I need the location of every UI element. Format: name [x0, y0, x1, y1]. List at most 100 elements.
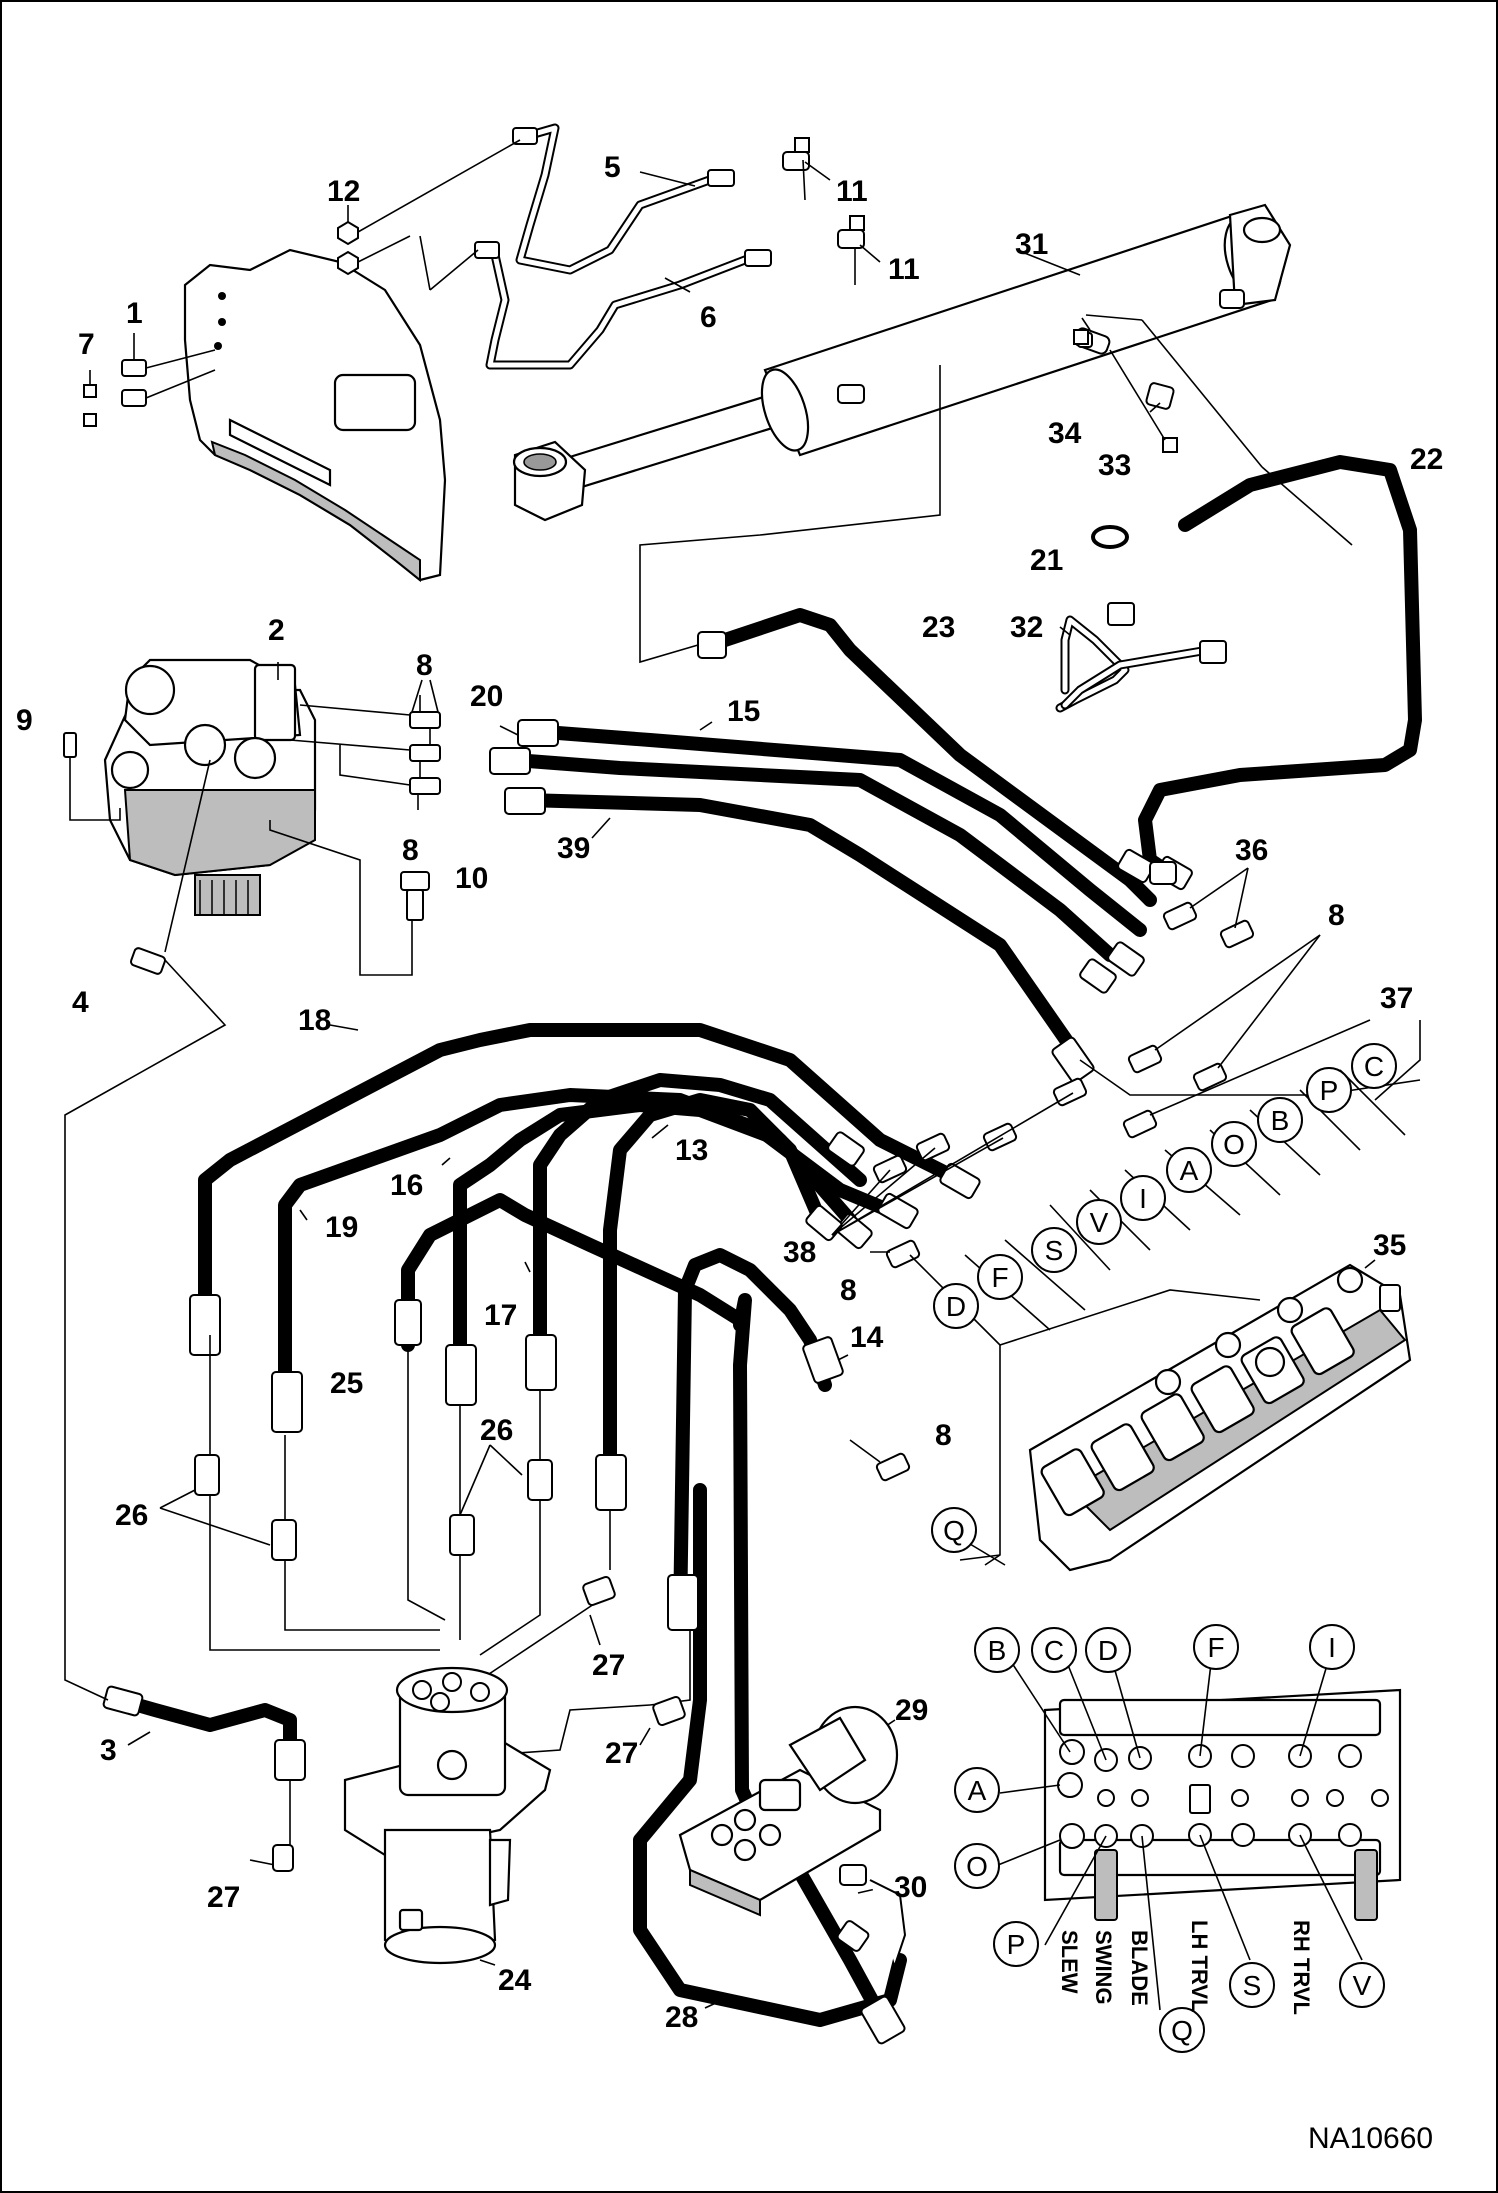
valve-letter-s: S	[1243, 1970, 1262, 2001]
callout-4: 4	[72, 986, 89, 1019]
valve-letter-q: Q	[1171, 2015, 1193, 2046]
swivel-elbows-27	[272, 1576, 686, 1872]
part-callouts: 12 5 11 11 31 1 7 6 34 33 22 21 23 32 2 …	[16, 151, 1443, 2034]
clamp-21	[1091, 525, 1129, 549]
pilot-valve-block	[678, 1705, 907, 1966]
valve-face-leaders	[997, 1654, 1363, 2011]
port-letter-circles	[931, 1043, 1397, 1553]
port-letters: C P B O A I V S F D Q	[943, 1051, 1384, 1546]
callout-34: 34	[1048, 417, 1082, 450]
callout-20: 20	[470, 680, 503, 713]
motor-adapters-8	[409, 695, 441, 795]
callout-21: 21	[1030, 544, 1063, 577]
port-letter-s: S	[1045, 1235, 1064, 1266]
label-lh-trvl: LH TRVL	[1187, 1920, 1212, 2012]
valve-letter-o: O	[966, 1851, 988, 1882]
drawing-id: NA10660	[1308, 2122, 1433, 2155]
callout-23: 23	[922, 611, 955, 644]
callout-8-right: 8	[1328, 899, 1345, 932]
callout-7: 7	[78, 328, 95, 361]
label-swing: SWING	[1091, 1930, 1116, 2005]
callout-26-right: 26	[480, 1414, 513, 1447]
bolt-10	[400, 871, 430, 921]
callout-1: 1	[126, 297, 143, 330]
control-valve-assembly	[1028, 1263, 1412, 1572]
callout-30: 30	[894, 1871, 927, 1904]
valve-letter-c: C	[1044, 1635, 1064, 1666]
label-slew: SLEW	[1057, 1930, 1082, 1994]
callout-13: 13	[675, 1134, 708, 1167]
valve-face-detail	[1043, 1688, 1402, 1921]
callout-38: 38	[783, 1236, 816, 1269]
boom-cylinder	[512, 203, 1292, 522]
port-letter-q: Q	[943, 1515, 965, 1546]
callout-6: 6	[700, 301, 717, 334]
valve-letter-i: I	[1328, 1632, 1336, 1663]
callout-18: 18	[298, 1004, 331, 1037]
valve-letter-b: B	[988, 1635, 1007, 1666]
callout-2: 2	[268, 614, 285, 647]
callout-3: 3	[100, 1734, 117, 1767]
callout-8-top: 8	[416, 649, 433, 682]
adapters-26	[194, 1454, 553, 1561]
section-labels: SLEW SWING BLADE LH TRVL RH TRVL	[1057, 1920, 1314, 2015]
callout-11-lower: 11	[888, 253, 920, 286]
swing-motor	[103, 658, 317, 916]
port-letter-d: D	[946, 1291, 966, 1322]
callout-5: 5	[604, 151, 621, 184]
valve-letter-a: A	[968, 1775, 987, 1806]
callout-27-lower: 27	[207, 1881, 240, 1914]
callout-27-mid: 27	[605, 1737, 638, 1770]
port-letter-b: B	[1271, 1105, 1290, 1136]
callout-32: 32	[1010, 611, 1043, 644]
valve-letters: B C D F I A O P Q S V	[966, 1632, 1372, 2046]
hose-end-fittings	[102, 631, 1193, 2045]
valve-letter-circles	[954, 1624, 1385, 2053]
valve-letter-f: F	[1207, 1632, 1224, 1663]
callout-12: 12	[327, 175, 360, 208]
fitting-studs-1	[83, 349, 216, 427]
callout-14: 14	[850, 1321, 884, 1354]
clamp-34	[1073, 327, 1178, 453]
callout-22: 22	[1410, 443, 1443, 476]
callout-11-upper: 11	[836, 175, 868, 208]
callout-15: 15	[727, 695, 760, 728]
callout-8-motor: 8	[402, 834, 419, 867]
callout-33: 33	[1098, 449, 1131, 482]
pin-9	[63, 732, 77, 758]
valve-letter-v: V	[1353, 1970, 1372, 2001]
callout-36: 36	[1235, 834, 1268, 867]
callout-19: 19	[325, 1211, 358, 1244]
callout-8-q: 8	[935, 1419, 952, 1452]
callout-37: 37	[1380, 982, 1413, 1015]
center-swivel	[343, 1666, 552, 1965]
label-blade: BLADE	[1127, 1930, 1152, 2006]
steel-tube-assemblies	[474, 123, 1227, 713]
callout-16: 16	[390, 1169, 423, 1202]
port-letter-c: C	[1364, 1051, 1384, 1082]
callout-25: 25	[330, 1367, 363, 1400]
valve-adapters	[872, 901, 1255, 1482]
callout-39: 39	[557, 832, 590, 865]
callout-24: 24	[498, 1964, 532, 1997]
port-letter-o: O	[1223, 1129, 1245, 1160]
callout-17: 17	[484, 1299, 517, 1332]
callout-28: 28	[665, 2001, 698, 2034]
port-letter-a: A	[1180, 1155, 1199, 1186]
callout-31: 31	[1015, 228, 1048, 261]
callout-35: 35	[1373, 1229, 1406, 1262]
valve-letter-p: P	[1007, 1929, 1026, 1960]
label-rh-trvl: RH TRVL	[1289, 1920, 1314, 2015]
port-letter-i: I	[1139, 1183, 1147, 1214]
port-letter-f: F	[991, 1262, 1008, 1293]
port-letter-p: P	[1320, 1075, 1339, 1106]
nuts-12	[337, 220, 359, 276]
boom-bracket	[183, 248, 447, 583]
port-letter-v: V	[1090, 1207, 1109, 1238]
valve-letter-d: D	[1098, 1635, 1118, 1666]
hydraulic-hoses	[113, 455, 1422, 2027]
callout-10: 10	[455, 862, 488, 895]
callout-29: 29	[895, 1694, 928, 1727]
callout-27-upper: 27	[592, 1649, 625, 1682]
